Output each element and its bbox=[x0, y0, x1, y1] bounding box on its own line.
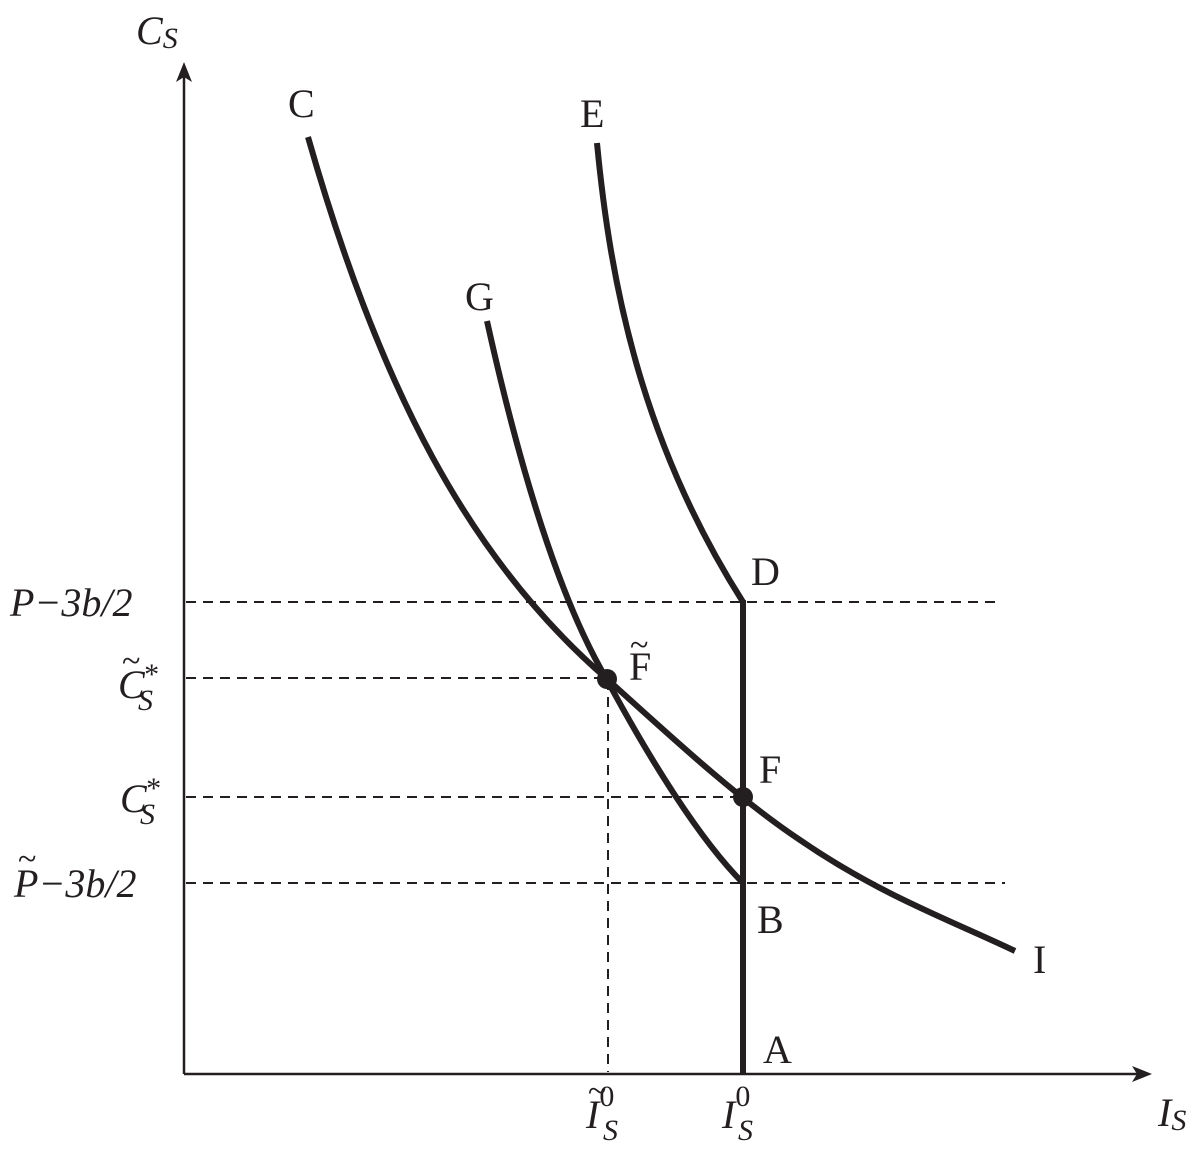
curve-c-to-i bbox=[305, 136, 1017, 954]
y-tick-c-star: C*S bbox=[120, 772, 160, 831]
y-tick-c-star-sup: * bbox=[145, 772, 160, 805]
label-point-d: D bbox=[751, 549, 780, 594]
y-tick-p-tilde-line: P−3b/2 bbox=[13, 861, 137, 906]
x-tick-i-tilde-zero-tilde: ~ bbox=[588, 1073, 606, 1110]
y-tick-c-tilde-star-sup: * bbox=[143, 658, 158, 691]
label-point-f-tilde: F bbox=[629, 644, 651, 689]
y-tick-p-line: P−3b/2 bbox=[9, 580, 133, 625]
y-axis-arrow bbox=[176, 62, 192, 82]
y-axis-label-sub: S bbox=[163, 22, 178, 55]
label-point-g: G bbox=[465, 274, 494, 319]
x-tick-i-zero-sub: S bbox=[738, 1114, 753, 1147]
point-f-dot bbox=[733, 787, 753, 807]
y-tick-p-tilde-line-tilde: ~ bbox=[18, 841, 36, 878]
y-tick-c-tilde-star-sub: S bbox=[138, 684, 153, 717]
label-point-c: C bbox=[288, 81, 315, 126]
y-tick-c-star-main: C bbox=[120, 776, 148, 821]
x-tick-i-zero-sup: 0 bbox=[735, 1080, 750, 1113]
x-tick-i-tilde-zero-sup: 0 bbox=[599, 1080, 614, 1113]
label-point-b: B bbox=[757, 897, 784, 942]
y-tick-c-star-sub: S bbox=[140, 798, 155, 831]
x-tick-i-zero-main: I bbox=[721, 1092, 737, 1137]
x-tick-i-tilde-zero-main: I bbox=[585, 1092, 601, 1137]
x-axis-arrow bbox=[1132, 1066, 1152, 1082]
curve-e-to-d bbox=[594, 142, 746, 604]
y-axis-label-main: C bbox=[136, 8, 164, 53]
y-axis-label: CS bbox=[136, 8, 178, 55]
x-axis-label: IS bbox=[1157, 1090, 1186, 1137]
point-f-tilde-dot bbox=[597, 669, 617, 689]
label-point-i: I bbox=[1033, 937, 1046, 982]
label-point-e: E bbox=[580, 91, 604, 136]
x-axis-label-sub: S bbox=[1171, 1104, 1186, 1137]
y-tick-p-tilde-line-main: P bbox=[13, 861, 38, 906]
y-tick-p-tilde-line-rest: −3b/2 bbox=[38, 861, 136, 906]
label-point-f: F bbox=[759, 747, 781, 792]
curve-g-to-b bbox=[484, 320, 746, 886]
x-axis-label-main: I bbox=[1157, 1090, 1173, 1135]
y-tick-c-tilde-star-tilde: ~ bbox=[122, 643, 140, 680]
x-tick-i-tilde-zero-sub: S bbox=[603, 1114, 618, 1147]
y-tick-p-line-text: P−3b/2 bbox=[9, 580, 133, 625]
y-tick-c-tilde-star: C*S bbox=[118, 658, 158, 717]
label-point-a: A bbox=[763, 1027, 792, 1072]
y-tick-c-tilde-star-main: C bbox=[118, 662, 146, 707]
label-point-f-tilde-tilde: ~ bbox=[630, 627, 648, 664]
